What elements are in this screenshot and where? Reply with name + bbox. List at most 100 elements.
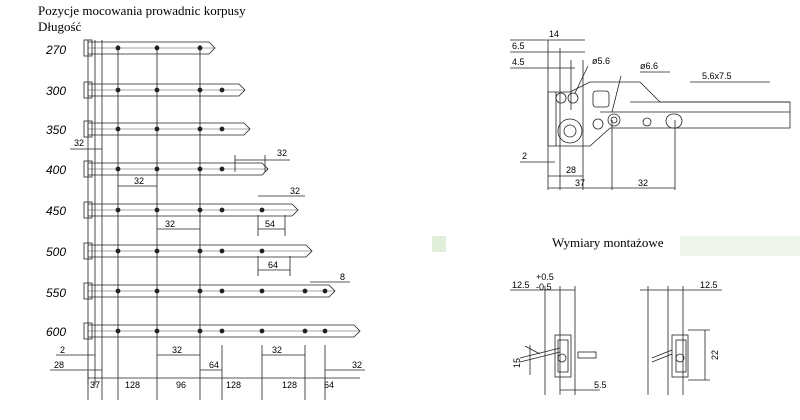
rail-hole <box>154 328 160 334</box>
dim-32: 32 <box>638 178 648 188</box>
rail-7 <box>87 324 361 338</box>
dim-600-32c: 32 <box>352 360 362 370</box>
rail-hole <box>115 87 121 93</box>
dim-450-54: 54 <box>265 219 275 229</box>
dim-600-2: 2 <box>60 345 65 355</box>
rail-hole <box>154 87 160 93</box>
dim-600-32a: 32 <box>172 345 182 355</box>
dim-550-8: 8 <box>340 272 345 282</box>
dim-600-64a: 64 <box>209 360 219 370</box>
rail-hole <box>302 328 308 334</box>
mount-left: 12.5 +0.5 -0.5 15 5.5 <box>510 272 607 395</box>
dim-bottom-64: 64 <box>324 380 334 390</box>
rail-hole <box>115 207 121 213</box>
length-350: 350 <box>46 123 66 137</box>
rail-hole <box>197 207 203 213</box>
dim-500-64: 64 <box>268 260 278 270</box>
rail-0 <box>87 41 216 55</box>
dim-600-32b: 32 <box>272 345 282 355</box>
rail-hole <box>154 248 160 254</box>
rail-hole <box>115 126 121 132</box>
rail-hole <box>197 328 203 334</box>
rail-2 <box>87 122 251 136</box>
dim-left-32: 32 <box>74 138 84 148</box>
dim-tol-minus: -0.5 <box>536 282 552 292</box>
dim-mount-22: 22 <box>710 350 720 360</box>
rail-hole <box>154 166 160 172</box>
rail-hole <box>154 207 160 213</box>
rail-bracket <box>83 81 93 99</box>
rail-hole <box>259 288 265 294</box>
dim-mount-12-5-left: 12.5 <box>512 280 530 290</box>
rail-hole <box>197 248 203 254</box>
dim-dia-5-6: ø5.6 <box>592 56 610 66</box>
length-550: 550 <box>46 286 66 300</box>
rail-hole <box>322 328 328 334</box>
rail-hole <box>259 248 265 254</box>
mounting-dimensions-title: Wymiary montażowe <box>552 235 664 250</box>
page-title: Pozycje mocowania prowadnic korpusy <box>38 3 246 18</box>
mounting-detail: 14 6.5 4.5 ø5.6 ø6.6 5.6x7.5 2 28 37 32 <box>510 29 791 190</box>
rail-hole <box>115 288 121 294</box>
rail-hole <box>154 288 160 294</box>
dim-600-28: 28 <box>54 360 64 370</box>
rail-bracket <box>83 160 93 178</box>
dim-4-5: 4.5 <box>512 57 525 67</box>
length-450: 450 <box>46 204 66 218</box>
dim-450-inner-32: 32 <box>165 219 175 229</box>
rail-hole <box>197 166 203 172</box>
dim-bottom-128b: 128 <box>226 380 241 390</box>
dim-tol-plus: +0.5 <box>536 272 554 282</box>
rail-hole <box>115 45 121 51</box>
rail-1 <box>87 83 246 97</box>
dim-14: 14 <box>549 29 559 39</box>
rail-bracket <box>83 120 93 138</box>
length-label: Długość <box>38 19 82 34</box>
rail-hole <box>197 45 203 51</box>
rail-hole <box>259 328 265 334</box>
rail-hole <box>219 288 225 294</box>
dim-400-32: 32 <box>277 148 287 158</box>
dim-28: 28 <box>566 165 576 175</box>
dim-mount-15: 15 <box>512 358 522 368</box>
dim-37: 37 <box>575 178 585 188</box>
rail-bracket <box>83 39 93 57</box>
rail-hole <box>197 126 203 132</box>
dim-dia-6-6: ø6.6 <box>640 61 658 71</box>
length-270: 270 <box>45 43 66 57</box>
rail-bracket <box>83 282 93 300</box>
rail-hole <box>322 288 328 294</box>
length-300: 300 <box>46 84 66 98</box>
dim-slot: 5.6x7.5 <box>702 71 732 81</box>
rail-bracket <box>83 242 93 260</box>
rail-hole <box>154 126 160 132</box>
dim-bottom-128c: 128 <box>282 380 297 390</box>
dim-bottom-96: 96 <box>176 380 186 390</box>
rail-hole <box>115 166 121 172</box>
dim-mount-5-5: 5.5 <box>594 380 607 390</box>
rail-hole <box>154 45 160 51</box>
rail-hole <box>115 248 121 254</box>
rail-hole <box>219 87 225 93</box>
rail-bracket <box>83 201 93 219</box>
dim-6-5: 6.5 <box>512 41 525 51</box>
dim-400-inner-32: 32 <box>134 176 144 186</box>
length-500: 500 <box>46 245 66 259</box>
mount-right: 12.5 22 <box>640 280 722 395</box>
length-600: 600 <box>46 325 66 339</box>
rail-6 <box>87 284 336 298</box>
rail-4 <box>87 203 299 217</box>
rail-bracket <box>83 322 93 340</box>
rail-hole <box>219 126 225 132</box>
dim-bottom-128: 128 <box>125 380 140 390</box>
rail-5 <box>87 244 313 258</box>
rail-hole <box>259 207 265 213</box>
dim-450-32: 32 <box>290 186 300 196</box>
rail-hole <box>197 87 203 93</box>
dim-2: 2 <box>522 151 527 161</box>
rail-hole <box>197 288 203 294</box>
rail-hole <box>219 328 225 334</box>
rail-hole <box>219 207 225 213</box>
rail-hole <box>219 166 225 172</box>
